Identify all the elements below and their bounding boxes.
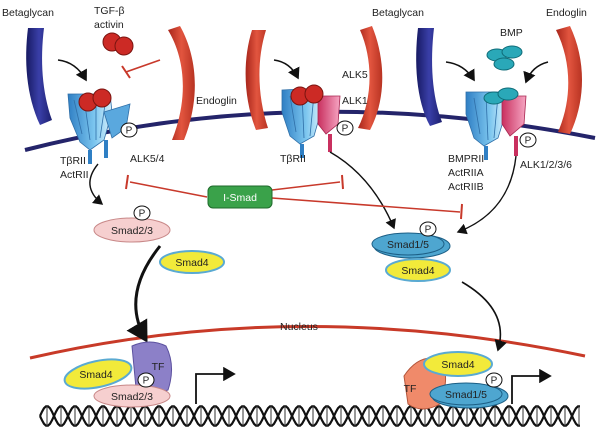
dna-helix xyxy=(39,405,580,427)
activin-label: activin xyxy=(94,19,124,31)
tbrii-label-2: TβRII xyxy=(280,153,306,165)
arrow-bmp-to-smad15 xyxy=(456,155,517,235)
smad4-label: Smad4 xyxy=(79,369,112,381)
arrow-alk1-to-smad15 xyxy=(329,151,396,230)
smad4-label: Smad4 xyxy=(175,257,208,269)
smad15-label: Smad1/5 xyxy=(445,389,487,401)
endoglin-right-shape xyxy=(556,26,582,134)
endoglin-left-shape xyxy=(168,26,195,140)
ismad-inhibit-right-bar xyxy=(460,203,463,220)
betaglycan-left-label: Betaglycan xyxy=(2,7,54,19)
nuclear-complex-right: TF Smad4 Smad1/5 P xyxy=(403,351,509,410)
ismad-label: I-Smad xyxy=(223,192,257,204)
transcription-arrow-left xyxy=(195,366,236,404)
tf-left-label: TF xyxy=(152,361,165,373)
phospho-label: P xyxy=(342,124,349,135)
receptor-complex-bmp xyxy=(465,91,527,160)
bmprii-label: BMPRII xyxy=(448,153,484,165)
endoglin-right-arrow xyxy=(523,61,549,84)
smad4-cytoplasm: Smad4 xyxy=(159,250,225,274)
bmp-ligand-free-3 xyxy=(493,57,515,71)
phospho-receptor-3: P xyxy=(519,132,537,148)
endoglin-left-label: Endoglin xyxy=(196,95,237,107)
smad4-label: Smad4 xyxy=(401,265,434,277)
ismad-inhibit-left-bar xyxy=(125,174,129,190)
actrii-label: ActRII xyxy=(60,169,89,181)
transcription-arrow-right xyxy=(511,368,552,404)
ismad-inhibit-middle-bar xyxy=(341,174,344,190)
phospho-label: P xyxy=(525,136,532,147)
tgfb-ligand-free-2 xyxy=(114,36,134,56)
tbrii-label-1: TβRII xyxy=(60,155,86,167)
tgfb-label: TGF-β xyxy=(94,5,125,17)
betaglycan-left-arrow xyxy=(57,59,87,82)
alk5-label: ALK5 xyxy=(342,69,368,81)
betaglycan-right-shape xyxy=(416,28,442,126)
phospho-receptor-2: P xyxy=(336,120,354,136)
phospho-label: P xyxy=(491,376,498,387)
phospho-receptor-1: P xyxy=(120,122,138,138)
alk54-label: ALK5/4 xyxy=(130,153,165,165)
nucleus-label: Nucleus xyxy=(280,321,318,333)
smad15-label: Smad1/5 xyxy=(387,239,429,251)
alk1-label: ALK1 xyxy=(342,95,368,107)
endoglin-middle2-shape xyxy=(358,26,383,130)
actriia-label: ActRIIA xyxy=(448,167,484,179)
smad23-label: Smad2/3 xyxy=(111,391,153,403)
bmp-ligand-bound-2 xyxy=(497,87,519,101)
betaglycan-right-label: Betaglycan xyxy=(372,7,424,19)
phospho-label: P xyxy=(425,225,432,236)
endoglin-inhibition-line xyxy=(125,59,161,73)
alk1236-label: ALK1/2/3/6 xyxy=(520,159,572,171)
endoglin-right-label: Endoglin xyxy=(546,7,587,19)
phospho-label: P xyxy=(126,126,133,137)
nuclear-complex-left: TF Smad4 Smad2/3 P xyxy=(63,341,172,408)
arrow-smad-right-to-nucleus xyxy=(461,281,507,352)
ismad-inhibit-middle xyxy=(271,181,341,191)
arrow-receptor-to-smad23 xyxy=(89,163,104,205)
phospho-label: P xyxy=(143,376,150,387)
smad23-label: Smad2/3 xyxy=(111,225,153,237)
phospho-label: P xyxy=(139,209,146,220)
tgfb-ligand-bound-4 xyxy=(304,84,324,104)
ismad-box: I-Smad xyxy=(207,185,273,209)
endoglin-middle-arrow xyxy=(273,59,300,80)
bmp-label: BMP xyxy=(500,27,523,39)
smad15-smad4-complex: Smad1/5 P Smad4 xyxy=(371,221,451,282)
bmp-ligand-free-2 xyxy=(501,45,523,59)
tf-right-label: TF xyxy=(404,383,417,395)
actriib-label: ActRIIB xyxy=(448,181,484,193)
betaglycan-right-arrow xyxy=(445,61,475,82)
endoglin-inhibition-bar xyxy=(121,65,131,79)
betaglycan-left-shape xyxy=(26,28,52,125)
ismad-inhibit-left xyxy=(129,181,208,198)
ismad-inhibit-right xyxy=(271,197,461,213)
smad23-cytoplasm: Smad2/3 P xyxy=(93,205,171,243)
tgfb-ligand-bound-2 xyxy=(92,88,112,108)
smad4-label: Smad4 xyxy=(441,359,474,371)
arrow-smad-left-to-nucleus xyxy=(126,245,162,343)
endoglin-middle-shape xyxy=(245,30,268,130)
